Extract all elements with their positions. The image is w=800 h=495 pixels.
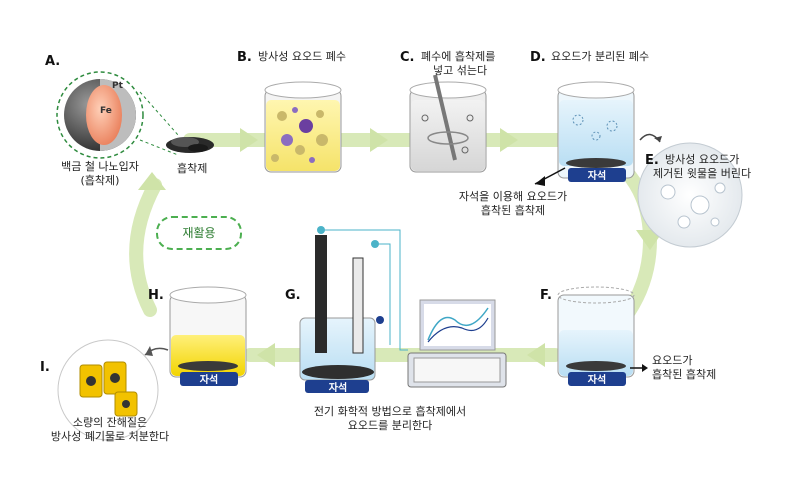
fe-label: Fe xyxy=(100,106,112,116)
step-a-caption-line2: (흡착제) xyxy=(80,174,120,187)
step-d-caption: 요오드가 분리된 폐수 xyxy=(551,50,650,63)
step-e-letter: E. xyxy=(645,153,659,168)
recycle-badge: 재활용 xyxy=(156,216,242,250)
step-b-caption: 방사성 요오드 폐수 xyxy=(258,50,346,63)
step-g-caption-line2: 요오드를 분리한다 xyxy=(347,419,433,432)
step-c-caption-line2: 넣고 섞는다 xyxy=(433,64,488,77)
potentiostat-graph xyxy=(407,299,507,388)
step-a-letter: A. xyxy=(45,54,61,69)
step-f-caption-line1: 요오드가 xyxy=(652,354,693,367)
step-i-caption-line1: 소량의 잔해질은 xyxy=(72,416,148,429)
magnet-caption-line2: 흡착된 흡착제 xyxy=(480,204,546,217)
step-b-letter: B. xyxy=(237,50,252,65)
step-e-caption-line1: 방사성 요오드가 xyxy=(665,153,740,166)
step-e-caption-line2: 제거된 윗물을 버린다 xyxy=(653,167,752,180)
step-c-letter: C. xyxy=(400,50,415,65)
beaker-d xyxy=(557,81,635,182)
adsorbent-label: 흡착제 xyxy=(177,162,208,175)
adsorbent-clump xyxy=(166,137,214,153)
electrochemical-cell xyxy=(299,226,408,393)
magnet-label-f: 자석 xyxy=(588,373,606,386)
pt-label: Pt xyxy=(112,81,124,91)
nanoparticle-illustration xyxy=(56,71,179,159)
beaker-b xyxy=(264,81,342,173)
beaker-h xyxy=(144,286,247,386)
waste-barrels-bubble xyxy=(57,339,159,441)
magnet-label-h: 자석 xyxy=(200,373,218,386)
step-a-caption-line1: 백금 철 나노입자 xyxy=(61,160,139,173)
cycle-arrowheads xyxy=(138,128,664,367)
waste-water-bubble xyxy=(637,133,743,248)
step-c-caption-line1: 폐수에 흡착제를 xyxy=(421,50,496,63)
step-i-letter: I. xyxy=(40,360,50,375)
step-g-caption-line1: 전기 화학적 방법으로 흡착제에서 xyxy=(313,405,467,418)
step-f-caption-line2: 흡착된 흡착제 xyxy=(652,368,717,381)
beaker-c xyxy=(409,74,487,173)
step-d-letter: D. xyxy=(530,50,546,65)
step-g-letter: G. xyxy=(285,288,301,303)
step-h-letter: H. xyxy=(148,288,164,303)
magnet-caption-line1: 자석을 이용해 요오드가 xyxy=(458,190,568,203)
magnet-label-d: 자석 xyxy=(588,169,606,182)
beaker-f xyxy=(557,286,648,386)
step-i-caption-line2: 방사성 폐기물로 처분한다 xyxy=(50,430,170,443)
step-f-letter: F. xyxy=(540,288,552,303)
magnet-label-g: 자석 xyxy=(329,381,347,394)
